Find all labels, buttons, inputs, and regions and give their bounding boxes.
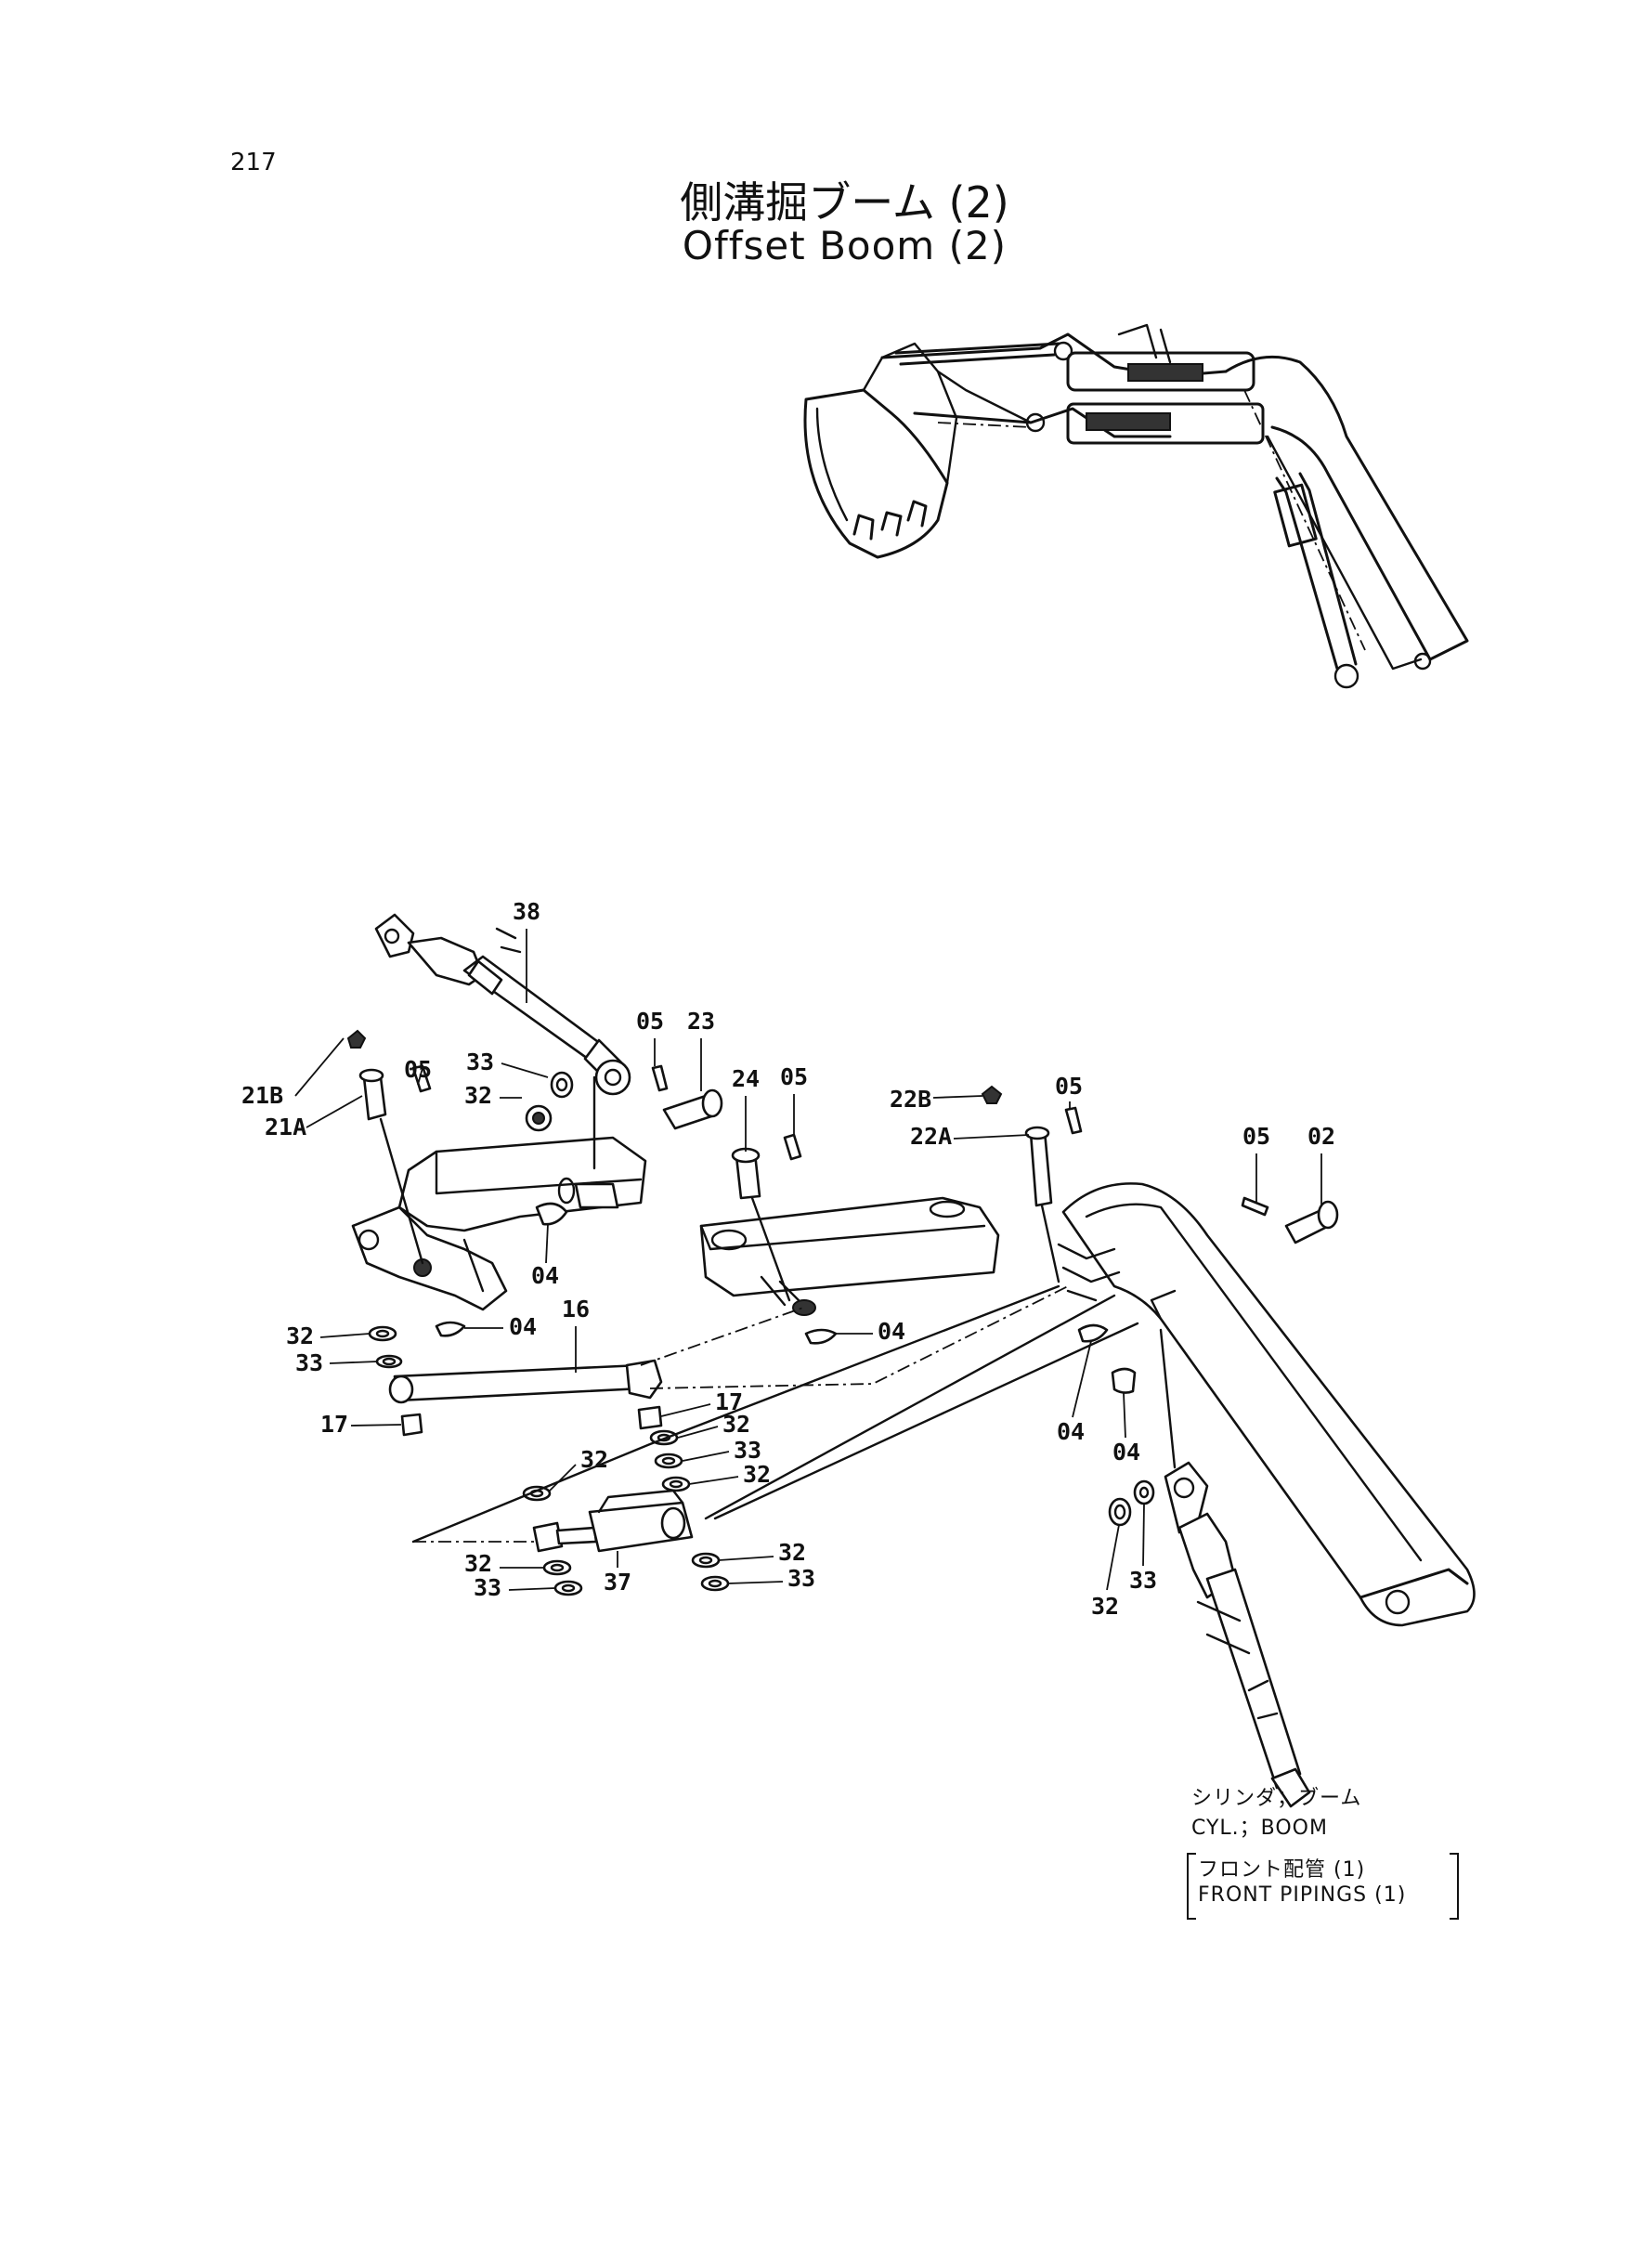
callout: 22A [910, 1123, 952, 1150]
callout: 33 [466, 1049, 494, 1075]
callout: 05 [636, 1008, 664, 1035]
callout: 17 [320, 1411, 348, 1438]
callout: 05 [404, 1056, 432, 1083]
part-boom-cylinder [1164, 1461, 1311, 1808]
callout: 32 [743, 1461, 771, 1488]
callout: 32 [464, 1082, 492, 1109]
callout: 32 [464, 1550, 492, 1577]
callout: 32 [286, 1322, 314, 1349]
callout: 33 [1129, 1567, 1157, 1594]
callout: 04 [1057, 1418, 1085, 1445]
part-38-cylinder [374, 913, 631, 1096]
note-bracket-right [1450, 1853, 1459, 1920]
callout: 24 [732, 1065, 760, 1092]
callout: 33 [787, 1565, 815, 1592]
part-37-cylinder [532, 1489, 694, 1553]
part-offset-link-middle [699, 1196, 1000, 1316]
note-bracket-left [1187, 1853, 1196, 1920]
callout: 04 [878, 1318, 905, 1345]
callout: 32 [1091, 1593, 1119, 1620]
part-16-rod [388, 1359, 663, 1404]
callout: 21B [241, 1082, 283, 1109]
callout: 05 [1242, 1123, 1270, 1150]
callout: 21A [265, 1114, 306, 1140]
page-number: 217 [230, 149, 277, 176]
callout: 38 [513, 898, 540, 925]
callout: 23 [687, 1008, 715, 1035]
note-piping-jp: フロント配管 (1) [1198, 1858, 1366, 1882]
callout-labels: 38 05 23 33 32 21B 21A 05 24 05 04 04 16… [241, 898, 1335, 1620]
overview-illustration [803, 323, 1469, 689]
callout: 33 [295, 1349, 323, 1376]
callout: 04 [509, 1313, 537, 1340]
callout: 32 [580, 1446, 608, 1473]
callout: 37 [604, 1569, 631, 1596]
note-cylinder-en: CYL.；BOOM [1191, 1817, 1328, 1840]
page-title-jp: 側溝掘ブーム (2) [680, 177, 1009, 228]
callout: 02 [1307, 1123, 1335, 1150]
page-title-en: Offset Boom (2) [682, 223, 1008, 268]
note-piping-en: FRONT PIPINGS (1) [1198, 1883, 1407, 1907]
callout: 17 [715, 1388, 743, 1415]
part-boom [1057, 1182, 1476, 1627]
callout: 22B [890, 1086, 931, 1113]
callout: 33 [474, 1574, 501, 1601]
callout: 32 [778, 1539, 806, 1566]
part-offset-bracket-left [351, 1136, 647, 1311]
callout: 05 [1055, 1073, 1083, 1100]
note-cylinder-jp: シリンダ；ブーム [1191, 1787, 1362, 1810]
callout: 33 [734, 1437, 761, 1464]
callout: 04 [531, 1262, 559, 1289]
callout: 04 [1112, 1439, 1140, 1466]
callout: 05 [780, 1063, 808, 1090]
exploded-view [346, 913, 1476, 1808]
callout: 16 [562, 1296, 590, 1322]
callout: 32 [722, 1411, 750, 1438]
